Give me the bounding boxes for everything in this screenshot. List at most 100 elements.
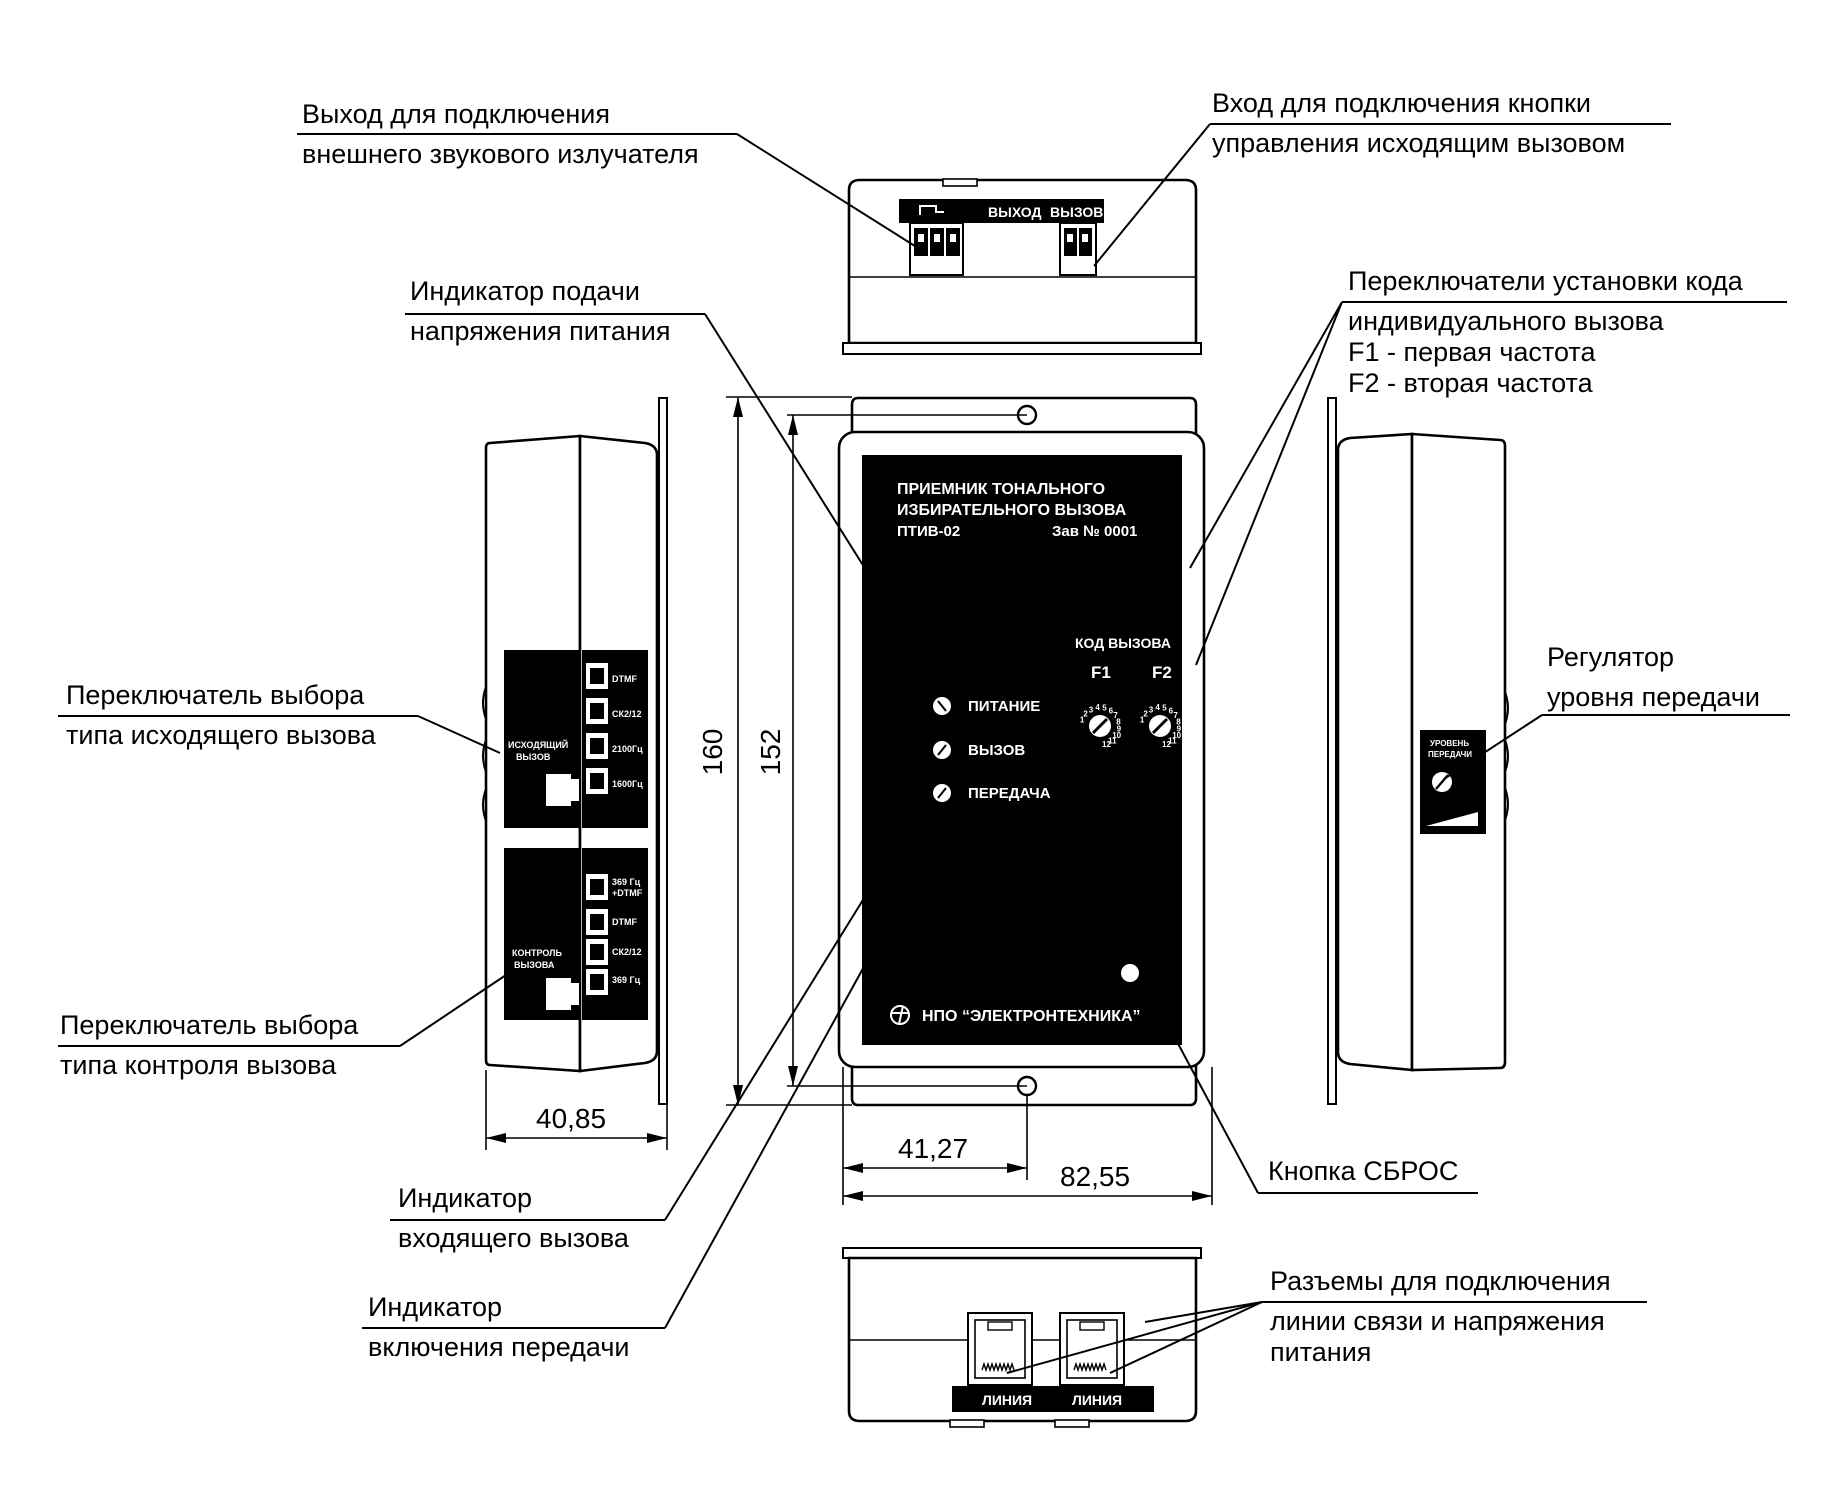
callout-in-ind-2: входящего вызова: [398, 1223, 630, 1253]
dial-number: 3: [1089, 705, 1094, 714]
bottom-view: ЛИНИЯ ЛИНИЯ: [842, 1247, 1202, 1428]
dial-number: 5: [1162, 704, 1167, 713]
right-side-view: УРОВЕНЬ ПЕРЕДАЧИ: [1327, 397, 1509, 1105]
level-ramp-icon: [1426, 812, 1478, 826]
callout-tx-ind-1: Индикатор: [368, 1292, 502, 1322]
callout-code-1: Переключатели установки кода: [1348, 266, 1744, 296]
power-led: [933, 697, 951, 715]
maker-name: НПО “ЭЛЕКТРОНТЕХНИКА”: [922, 1008, 1141, 1025]
callout-ctrl-type-2: типа контроля вызова: [60, 1050, 337, 1080]
call-control-label-2: ВЫЗОВА: [514, 960, 555, 970]
call-label: ВЫЗОВ: [1050, 204, 1103, 220]
transmit-led-label: ПЕРЕДАЧА: [968, 785, 1051, 802]
serial-number: Зав № 0001: [1052, 523, 1137, 540]
dial-number: 4: [1095, 703, 1100, 712]
out-opt-3: 2100Гц: [612, 744, 643, 754]
callout-level-2: уровня передачи: [1547, 682, 1760, 712]
call-control-label-1: КОНТРОЛЬ: [512, 948, 562, 958]
dim-height-outer: 160: [697, 729, 728, 776]
callout-out-type-1: Переключатель выбора: [66, 680, 365, 710]
out-opt-1: DTMF: [612, 674, 637, 684]
callout-out-type-2: типа исходящего вызова: [66, 720, 377, 750]
jack-1-label: ЛИНИЯ: [982, 1392, 1032, 1408]
front-view: ПРИЕМНИК ТОНАЛЬНОГО ИЗБИРАТЕЛЬНОГО ВЫЗОВ…: [837, 396, 1206, 1107]
dial-number: 3: [1149, 705, 1154, 714]
call-led-label: ВЫЗОВ: [968, 742, 1025, 759]
f2-code-switch[interactable]: [1149, 715, 1171, 737]
dial-number: 2: [1143, 710, 1148, 719]
dial-number: 1: [1080, 716, 1085, 725]
reset-button[interactable]: [1121, 964, 1139, 982]
dimension-lines: [485, 396, 1213, 1205]
dial-number: 12: [1102, 740, 1111, 749]
callout-power-ind-1: Индикатор подачи: [410, 276, 640, 306]
transmit-led: [933, 784, 951, 802]
dial-number: 8: [1116, 718, 1121, 727]
front-panel: [862, 455, 1182, 1045]
dial-number: 2: [1083, 710, 1088, 719]
callout-power-ind-2: напряжения питания: [410, 316, 670, 346]
outgoing-call-label-1: ИСХОДЯЩИЙ: [508, 739, 568, 750]
callout-code-3: F1 - первая частота: [1348, 337, 1596, 367]
dial-number: 6: [1169, 706, 1174, 715]
outgoing-call-label-2: ВЫЗОВ: [516, 752, 551, 762]
out-opt-4: 1600Гц: [612, 779, 643, 789]
out-label: ВЫХОД: [988, 204, 1041, 220]
ctrl-opt-3: СК2/12: [612, 947, 642, 957]
call-control-switch[interactable]: [546, 978, 571, 1010]
dial-number: 10: [1112, 731, 1121, 740]
panel-title-2: ИЗБИРАТЕЛЬНОГО ВЫЗОВА: [897, 502, 1127, 519]
ctrl-opt-1: 369 Гц: [612, 877, 641, 887]
callout-leaders: [58, 123, 1790, 1374]
power-led-label: ПИТАНИЕ: [968, 698, 1040, 715]
dim-side-width: 40,85: [536, 1103, 606, 1134]
dial-number: 12: [1162, 740, 1171, 749]
dial-number: 1: [1140, 716, 1145, 725]
dial-number: 5: [1102, 704, 1107, 713]
ctrl-opt-4: 369 Гц: [612, 975, 641, 985]
dial-number: 9: [1117, 724, 1122, 733]
callout-output-2: внешнего звукового излучателя: [302, 139, 699, 169]
panel-title-1: ПРИЕМНИК ТОНАЛЬНОГО: [897, 481, 1105, 498]
callout-input-2: управления исходящим вызовом: [1212, 128, 1625, 158]
callout-output-1: Выход для подключения: [302, 99, 610, 129]
f1-code-switch[interactable]: [1089, 715, 1111, 737]
f1-label: F1: [1091, 663, 1111, 682]
callout-tx-ind-2: включения передачи: [368, 1332, 629, 1362]
callout-ctrl-type-1: Переключатель выбора: [60, 1010, 359, 1040]
callout-jacks-1: Разъемы для подключения: [1270, 1266, 1611, 1296]
dial-number: 6: [1109, 706, 1114, 715]
dim-height-inner: 152: [755, 729, 786, 776]
ctrl-opt-2: DTMF: [612, 917, 637, 927]
outgoing-call-switch[interactable]: [546, 774, 571, 806]
jack-2-label: ЛИНИЯ: [1072, 1392, 1122, 1408]
left-side-view: ИСХОДЯЩИЙ ВЫЗОВ DTMF СК2/12 2100Гц 1600Г…: [482, 397, 668, 1105]
dial-number: 4: [1155, 703, 1160, 712]
dim-half-width: 41,27: [898, 1133, 968, 1164]
dial-number: 8: [1176, 718, 1181, 727]
callout-jacks-2: линии связи и напряжения: [1270, 1306, 1605, 1336]
call-led: [933, 741, 951, 759]
level-label-1: УРОВЕНЬ: [1430, 739, 1469, 748]
callout-input-1: Вход для подключения кнопки: [1212, 88, 1591, 118]
f2-label: F2: [1152, 663, 1172, 682]
model-number: ПТИВ-02: [897, 523, 960, 540]
ctrl-opt-1b: +DTMF: [612, 888, 643, 898]
callout-reset: Кнопка СБРОС: [1268, 1156, 1458, 1186]
code-label: КОД ВЫЗОВА: [1075, 635, 1171, 651]
callout-code-4: F2 - вторая частота: [1348, 368, 1594, 398]
dial-number: 10: [1172, 731, 1181, 740]
top-label-strip: [899, 199, 1104, 223]
dim-full-width: 82,55: [1060, 1161, 1130, 1192]
top-view: ВЫХОД ВЫЗОВ: [842, 178, 1202, 355]
dial-number: 9: [1177, 724, 1182, 733]
callout-code-2: индивидуального вызова: [1348, 306, 1665, 336]
dial-number: 7: [1173, 711, 1178, 720]
dial-number: 7: [1113, 711, 1118, 720]
line-jack-1[interactable]: [967, 1312, 1033, 1386]
dial-number: 11: [1168, 736, 1177, 745]
level-label-2: ПЕРЕДАЧИ: [1428, 750, 1472, 759]
